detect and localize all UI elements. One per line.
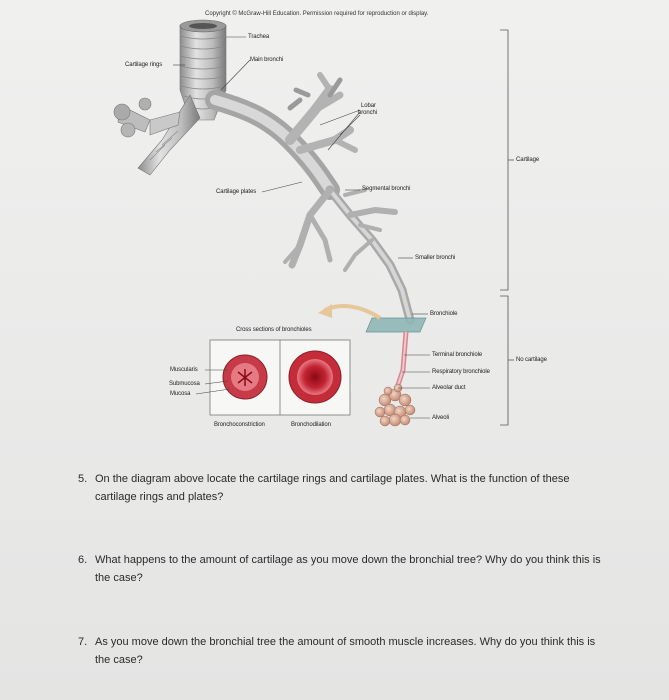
question-number: 6.: [78, 554, 88, 566]
left-bronchus-illustration: [113, 94, 201, 176]
label-cartilage-rings: Cartilage rings: [125, 62, 163, 68]
question-number: 7.: [78, 636, 88, 648]
label-bronchodilation: Bronchodilation: [291, 422, 331, 428]
label-muscularis: Muscularis: [170, 367, 198, 373]
question-text: On the diagram above locate the cartilag…: [95, 473, 570, 503]
alveoli-cluster-illustration: [374, 383, 416, 427]
label-mucosa: Mucosa: [170, 391, 191, 397]
question-5: 5. On the diagram above locate the carti…: [78, 470, 608, 510]
copyright-notice: Copyright © McGraw-Hill Education. Permi…: [205, 11, 429, 17]
bracket-lines: [500, 29, 514, 426]
label-smaller-bronchi: Smaller bronchi: [415, 255, 456, 261]
bronchial-tree-diagram: [113, 19, 514, 427]
label-respiratory-bronchiole: Respiratory bronchiole: [432, 369, 490, 375]
label-cartilage: Cartilage: [516, 157, 540, 163]
label-bronchoconstriction: Bronchoconstriction: [214, 422, 265, 428]
label-cross-sections: Cross sections of bronchioles: [236, 327, 312, 333]
question-7: 7. As you move down the bronchial tree t…: [78, 633, 608, 673]
question-text: As you move down the bronchial tree the …: [95, 636, 596, 666]
question-number: 5.: [78, 473, 88, 485]
label-submucosa: Submucosa: [169, 381, 200, 387]
label-main-bronchi: Main bronchi: [250, 57, 284, 63]
label-lobar-bronchi-line2: bronchi: [358, 110, 377, 116]
right-bronchial-tree-illustration: [205, 72, 415, 325]
label-segmental-bronchi: Segmental bronchi: [362, 186, 411, 192]
label-trachea: Trachea: [248, 34, 270, 40]
label-bronchiole: Bronchiole: [430, 311, 458, 317]
label-terminal-bronchiole: Terminal bronchiole: [432, 352, 483, 358]
label-cartilage-plates: Cartilage plates: [216, 189, 257, 195]
label-alveoli: Alveoli: [432, 415, 449, 421]
cross-sections-panel: [209, 339, 351, 416]
question-6: 6. What happens to the amount of cartila…: [78, 551, 608, 591]
label-lobar-bronchi-line1: Lobar: [361, 103, 376, 109]
leader-lines: [173, 36, 430, 419]
question-text: What happens to the amount of cartilage …: [95, 554, 601, 584]
label-alveolar-duct: Alveolar duct: [432, 385, 466, 391]
label-no-cartilage: No cartilage: [516, 357, 547, 363]
bronchiole-section-illustration: [318, 304, 427, 386]
